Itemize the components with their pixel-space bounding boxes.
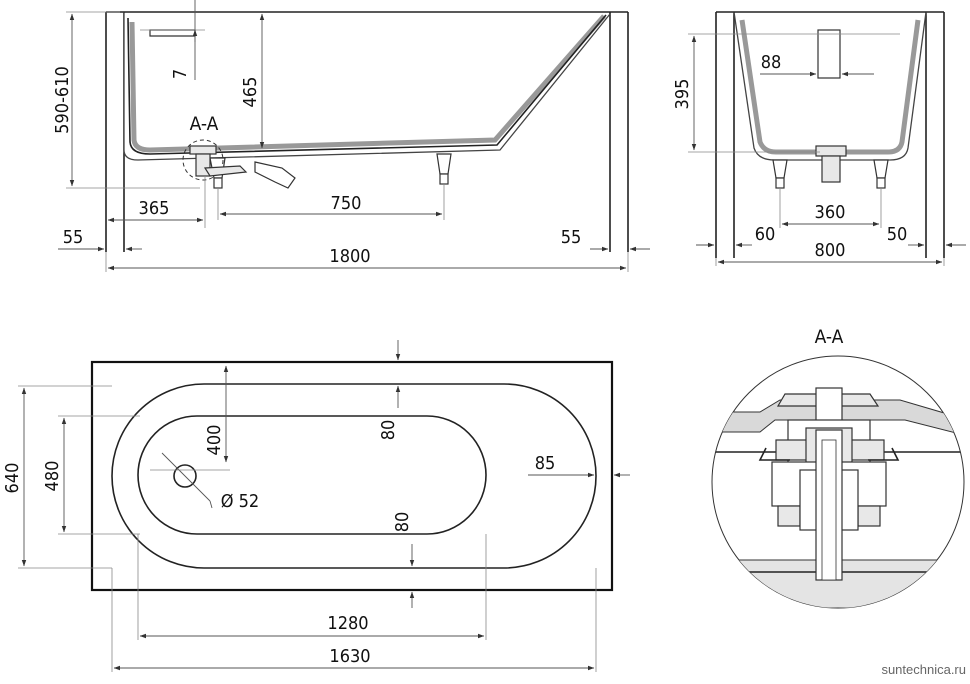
watermark: suntechnica.ru	[881, 662, 966, 677]
dim-top-rim-lower: 80	[392, 512, 413, 533]
detail-section-a-a: A-A	[711, 326, 965, 609]
side-view: 590-610 7 465 A-A 365 750 55 55 1800	[52, 0, 650, 272]
dim-top-rim-upper: 80	[378, 420, 399, 441]
dim-top-total-width: 640	[2, 463, 23, 494]
dim-drain-diameter: Ø 52	[221, 491, 260, 512]
dim-left-margin: 55	[63, 227, 84, 248]
dim-side-height: 590-610	[52, 66, 73, 134]
dim-total-length: 1800	[329, 246, 370, 267]
dim-inner-depth: 465	[240, 77, 261, 108]
dim-end-right-margin: 50	[887, 224, 908, 245]
dim-end-left-margin: 60	[755, 224, 776, 245]
dim-top-inner-length: 1280	[327, 613, 368, 634]
top-view: Ø 52 640 480 400 80 80 85 1280	[2, 340, 630, 672]
dim-feet-spacing: 750	[331, 193, 362, 214]
drain-hole	[173, 464, 197, 488]
dim-end-depth: 395	[672, 79, 693, 110]
dim-right-margin: 55	[561, 227, 582, 248]
section-marker-circle	[182, 139, 224, 181]
dim-overflow-offset: 7	[170, 69, 191, 79]
dim-top-rim-end: 85	[535, 453, 556, 474]
dim-top-inner-width: 480	[42, 461, 63, 492]
section-label-side: A-A	[190, 113, 219, 135]
dim-overflow-width: 88	[761, 52, 782, 73]
dim-end-feet-spacing: 360	[815, 202, 846, 223]
dim-top-total-length: 1630	[329, 646, 370, 667]
dim-drain-offset: 365	[139, 198, 170, 219]
dim-end-total-width: 800	[815, 240, 846, 261]
dim-top-drain-offset: 400	[204, 425, 225, 456]
section-label-detail: A-A	[815, 326, 844, 348]
end-view: 395 88 360 60 50 800	[672, 11, 966, 266]
